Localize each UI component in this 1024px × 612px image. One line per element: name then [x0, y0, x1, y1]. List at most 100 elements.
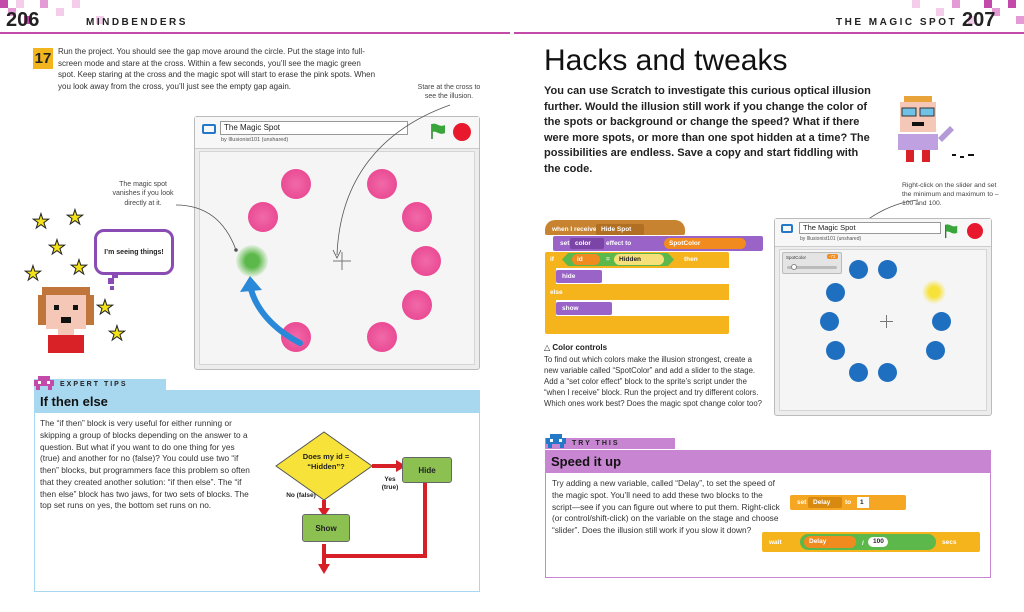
blue-spot [878, 363, 897, 382]
set-effect-label: set [560, 240, 570, 247]
header-pixel-strip-right [512, 0, 1024, 32]
green-flag-icon[interactable] [429, 122, 447, 140]
green-flag-icon[interactable] [943, 223, 959, 239]
hide-label: hide [562, 273, 576, 280]
flowchart-show-box: Show [302, 514, 350, 542]
then-label: then [684, 256, 698, 263]
slider-track[interactable] [787, 266, 837, 269]
color-controls-heading: △ Color controls [544, 343, 607, 352]
slider-label: SpotColor [786, 255, 807, 260]
slider-monitor: SpotColor -72 [782, 252, 842, 274]
show-block [556, 302, 612, 315]
effect-var-reporter[interactable]: SpotColor [664, 238, 746, 249]
blue-spot [826, 341, 845, 360]
pink-spot [281, 169, 311, 199]
stage-area-right: SpotColor -72 [779, 249, 987, 411]
color-controls-text: To find out which colors make the illusi… [544, 355, 762, 408]
fullscreen-icon[interactable] [202, 124, 216, 134]
flowchart-decision: Does my id = “Hidden”? [302, 452, 350, 471]
pink-spot [411, 246, 441, 276]
try-this-tag-bg [545, 438, 675, 449]
star-icon: ★ [70, 257, 89, 279]
stop-icon[interactable] [453, 123, 471, 141]
hat-value-dropdown[interactable]: Hide Spot [596, 224, 644, 235]
star-icon: ★ [48, 237, 67, 259]
star-decorations: ★ ★ ★ ★ ★ ★ ★ [22, 206, 132, 346]
blue-spot [849, 363, 868, 382]
section-title-left: MINDBENDERS [86, 17, 188, 28]
blue-spot [820, 312, 839, 331]
annotation-spot: The magic spot vanishes if you look dire… [112, 181, 174, 207]
header-pixel-strip-left [0, 0, 512, 32]
if-op-label: = [606, 256, 610, 263]
fixation-cross [880, 315, 893, 328]
pixel-creature-icon [546, 434, 566, 448]
star-icon: ★ [108, 323, 127, 345]
expert-tips-tag-bg [34, 379, 166, 390]
intro-text: You can use Scratch to investigate this … [544, 85, 871, 176]
color-controls-title: Color controls [552, 343, 608, 352]
step-number: 17 [33, 48, 53, 69]
pixel-professor-avatar [898, 96, 974, 162]
star-icon: ★ [66, 207, 85, 229]
section-title-right: THE MAGIC SPOT [836, 17, 958, 28]
wait-var-reporter[interactable]: Delay [804, 536, 856, 548]
flowchart-arrows [275, 431, 427, 574]
header-rule-right [514, 32, 1024, 34]
blue-spot [878, 260, 897, 279]
flowchart-hide-box: Hide [402, 457, 452, 483]
set-delay-value-field[interactable]: 1 [857, 497, 869, 508]
stop-icon[interactable] [967, 223, 983, 239]
blue-spot [932, 312, 951, 331]
fullscreen-icon[interactable] [781, 224, 793, 233]
header-rule-left [0, 32, 510, 34]
annotation-slider: Right-click on the slider and set the mi… [902, 182, 999, 208]
project-author: by Illusionist101 (unshared) [221, 137, 289, 143]
try-this-panel [545, 472, 991, 578]
if-label: if [550, 256, 554, 263]
project-title-field[interactable]: The Magic Spot [220, 121, 408, 135]
slider-value: -72 [827, 254, 838, 259]
expert-tips-heading: If then else [34, 390, 480, 412]
stage-toolbar: The Magic Spot by Illusionist101 (unshar… [775, 219, 991, 247]
magic-green-spot [236, 245, 268, 277]
star-icon: ★ [24, 263, 43, 285]
page-number-right: 207 [962, 9, 996, 31]
blue-spot [826, 283, 845, 302]
pink-spot [367, 169, 397, 199]
if-var-reporter[interactable]: id [572, 254, 600, 265]
wait-div-label: / [862, 540, 864, 547]
page-number-left: 206 [6, 9, 40, 31]
project-title-field[interactable]: The Magic Spot [799, 222, 941, 234]
else-label: else [550, 289, 563, 296]
set-delay-label: set [797, 499, 807, 506]
star-icon: ★ [96, 297, 115, 319]
if-value-field[interactable]: Hidden [614, 254, 664, 265]
set-delay-var-dropdown[interactable]: Delay [808, 497, 842, 508]
triangle-icon: △ [544, 343, 553, 352]
effect-to-label: effect to [606, 240, 632, 247]
pink-spot [402, 202, 432, 232]
page-title: Hacks and tweaks [544, 44, 788, 77]
pink-spot [402, 290, 432, 320]
wait-value-field[interactable]: 100 [868, 537, 888, 547]
stage-window-right: The Magic Spot by Illusionist101 (unshar… [774, 218, 992, 416]
blue-spot [849, 260, 868, 279]
hide-block [556, 270, 602, 283]
hat-label: when I receive [552, 226, 597, 233]
pixel-girl-avatar [38, 287, 94, 353]
try-this-heading: Speed it up [545, 450, 991, 472]
slider-handle[interactable] [791, 264, 797, 270]
effect-name-dropdown[interactable]: color [570, 238, 604, 249]
wait-label: wait [769, 539, 782, 546]
wait-secs-label: secs [942, 539, 957, 546]
annotation-cross: Stare at the cross to see the illusion. [417, 84, 481, 101]
expert-tips-tag: EXPERT TIPS [60, 381, 128, 388]
speech-bubble: I’m seeing things! [94, 229, 174, 275]
magic-yellow-spot [922, 280, 946, 304]
pink-spot [367, 322, 397, 352]
speech-bubble-tail [108, 272, 118, 290]
blue-spot [926, 341, 945, 360]
project-author: by Illusionist101 (unshared) [800, 236, 862, 242]
fixation-cross [333, 252, 351, 270]
